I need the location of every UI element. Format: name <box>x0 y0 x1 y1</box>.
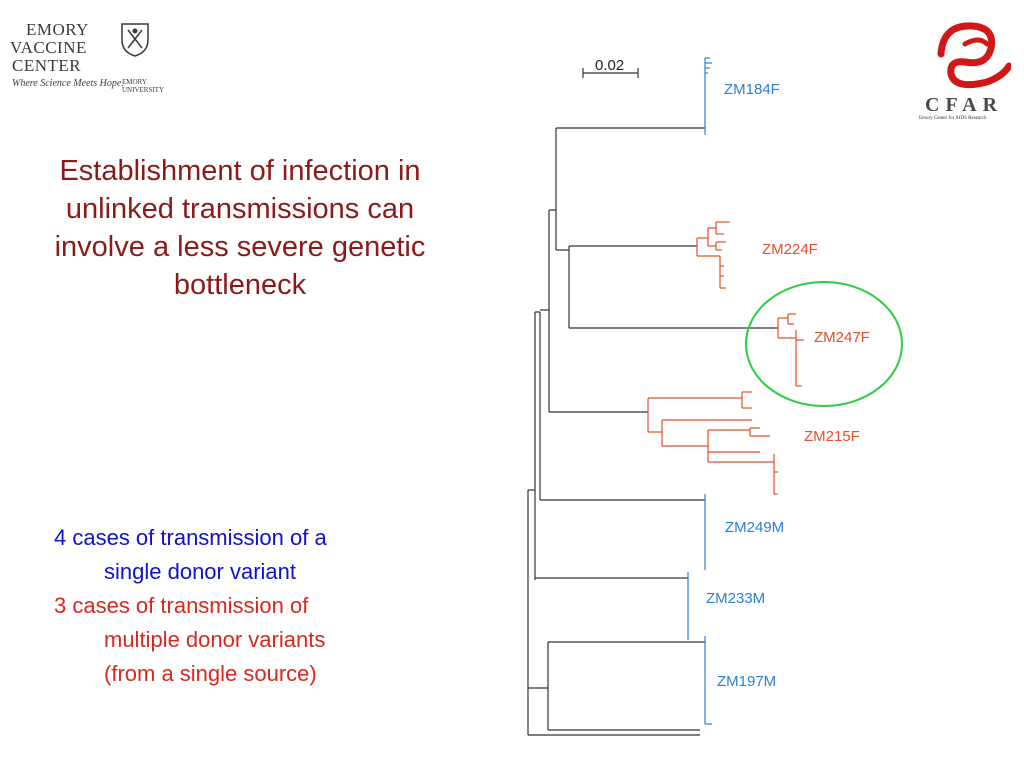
scale-bar-label: 0.02 <box>595 57 624 74</box>
multiple-variants-note-line-1: 3 cases of transmission of <box>54 593 309 618</box>
clade-label-zm184f: ZM184F <box>724 81 780 98</box>
emory-shield-icon <box>121 23 149 57</box>
emory-vaccine-center-logo: EMORY VACCINE CENTER EMORY UNIVERSITY Wh… <box>8 18 164 98</box>
emory-logo-line-2: VACCINE <box>10 38 87 57</box>
multiple-variants-note-line-2: multiple donor variants <box>104 627 326 652</box>
clade-zm215f-branches <box>647 391 778 495</box>
single-variant-note-line-1: 4 cases of transmission of a <box>54 525 327 550</box>
clade-label-zm247f: ZM247F <box>814 329 870 346</box>
clade-zm247f-branches <box>777 313 804 387</box>
cfar-wordmark: CFAR <box>925 94 1004 116</box>
emory-university-label: EMORY UNIVERSITY <box>122 78 164 94</box>
cfar-logo: CFAR Emory Center for AIDS Research <box>915 14 1015 124</box>
tree-backbone <box>527 127 778 736</box>
multiple-variants-note-line-3: (from a single source) <box>104 661 317 686</box>
slide-headline: Establishment of infection in unlinked t… <box>54 155 426 301</box>
clade-label-zm197m: ZM197M <box>717 673 776 690</box>
clade-zm197m-branches <box>704 636 712 725</box>
clade-label-zm224f: ZM224F <box>762 241 818 258</box>
highlight-circle-zm247f <box>745 281 903 407</box>
red-ribbon-icon <box>937 22 1011 89</box>
cfar-subtitle: Emory Center for AIDS Research <box>919 116 987 121</box>
clade-zm184f-branches <box>704 57 712 135</box>
emory-logo-line-1: EMORY <box>26 20 89 39</box>
scale-bar <box>582 68 639 78</box>
emory-tagline: Where Science Meets Hope. <box>12 78 124 89</box>
clade-label-zm233m: ZM233M <box>706 590 765 607</box>
clade-zm224f-branches <box>696 221 730 289</box>
clade-label-zm249m: ZM249M <box>725 519 784 536</box>
single-variant-note-line-2: single donor variant <box>104 559 297 584</box>
clade-label-zm215f: ZM215F <box>804 428 860 445</box>
emory-logo-line-3: CENTER <box>12 56 82 75</box>
